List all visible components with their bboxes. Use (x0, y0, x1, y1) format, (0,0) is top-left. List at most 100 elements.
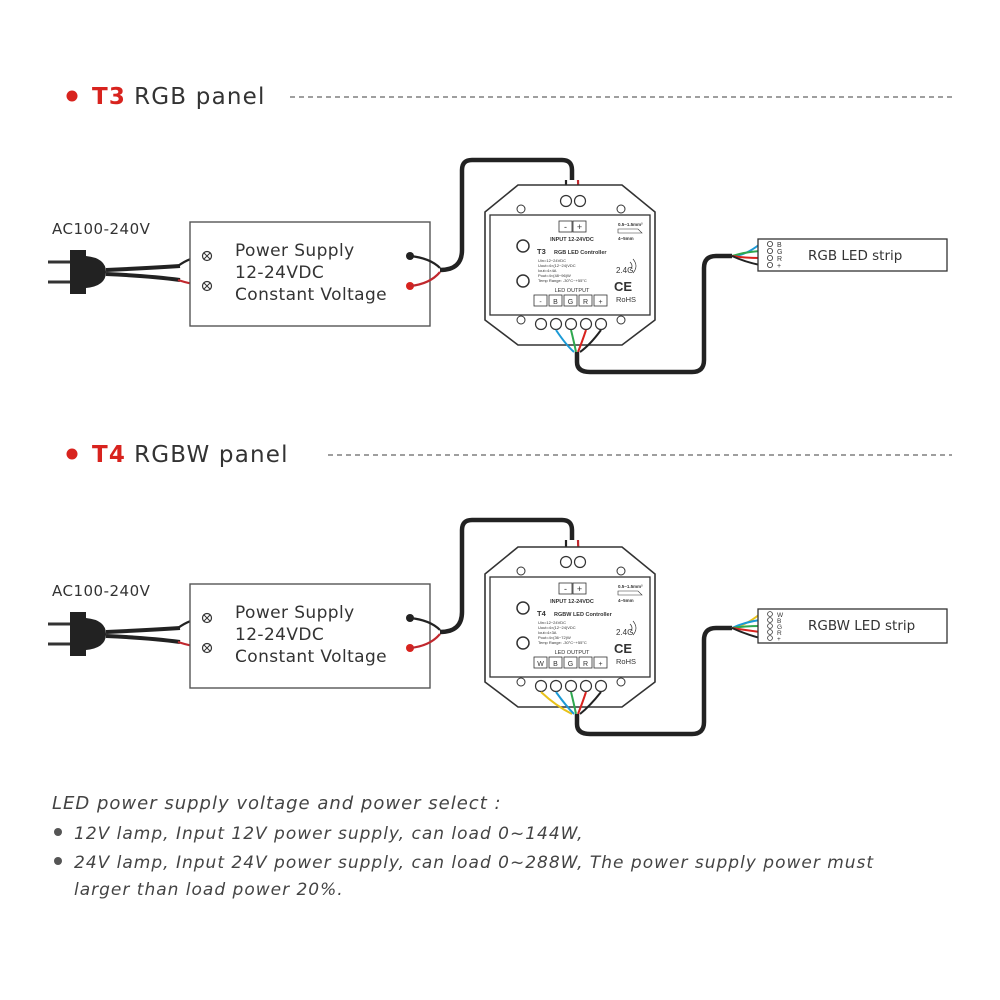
wire-r (577, 329, 587, 353)
spec-line: Uout=4×(12~24)VDC (538, 263, 576, 268)
spec-line: Iout=4×4A (538, 268, 557, 273)
wire-b (555, 329, 575, 353)
controller-model: T3 (537, 247, 546, 256)
ac-input-label: AC100-240V (52, 582, 151, 600)
svg-text:R: R (777, 630, 782, 637)
ac-input-label: AC100-240V (52, 220, 151, 238)
section-bullet (66, 448, 78, 460)
wire-g (570, 691, 577, 715)
input-label-neg: - (564, 222, 567, 232)
output-label: LED OUTPUT (555, 650, 590, 656)
wireless-icon (629, 620, 637, 636)
note-item-1: 12V lamp, Input 12V power supply, can lo… (54, 821, 934, 848)
dc-wire-neg (409, 616, 441, 631)
ps-line-1: Power Supply (235, 241, 355, 261)
spec-line: Pout=4×(36~72)W (538, 635, 571, 640)
wire-spec: 0.5~1.5mm² (618, 222, 643, 227)
ac-plug-icon (48, 612, 181, 656)
svg-text:+: + (777, 636, 781, 643)
section-bullet (66, 90, 78, 102)
ce-mark-icon: CE (614, 641, 632, 656)
svg-text:W: W (777, 612, 784, 619)
freq-label: 2.4G (616, 628, 633, 637)
svg-text:+: + (777, 263, 781, 270)
output-terminal-labels: - B G R + (533, 294, 608, 307)
power-supply-box (189, 583, 431, 689)
wire-w (540, 691, 573, 715)
wire-plus (579, 691, 602, 715)
rohs-mark-icon: RoHS (616, 657, 636, 666)
ce-mark-icon: CE (614, 279, 632, 294)
spec-line: Uout=4×(12~24)VDC (538, 625, 576, 630)
spec-line: Iout=4×3A (538, 630, 557, 635)
ac-plug-icon (48, 250, 181, 294)
svg-text:+: + (598, 661, 602, 668)
knob-icon (516, 239, 530, 253)
rohs-mark-icon: RoHS (616, 295, 636, 304)
output-terminal-labels: W B G R + (533, 656, 608, 669)
dc-wire-pos (409, 271, 441, 288)
power-supply-box (189, 221, 431, 327)
wire-spec: 0.5~1.5mm² (618, 584, 643, 589)
bullet-icon (54, 828, 62, 836)
section-name: RGB panel (134, 84, 266, 110)
wire-r (577, 691, 587, 715)
strip-length: 4~5mm (618, 236, 634, 241)
spec-line: Uin=12~24VDC (538, 258, 566, 263)
knob-icon (516, 274, 530, 288)
spec-line: Pout=4×(48~96)W (538, 273, 571, 278)
knob-icon (516, 636, 530, 650)
wire-b (555, 691, 575, 715)
input-terminal-neg (559, 194, 573, 208)
svg-text:W: W (537, 661, 544, 668)
input-label-pos: + (577, 584, 582, 594)
wireless-icon (629, 258, 637, 274)
wire-strip-icon (617, 590, 643, 596)
controller-input-spec: INPUT 12-24VDC (550, 237, 594, 243)
ps-line-3: Constant Voltage (235, 285, 387, 305)
knob-icon (516, 601, 530, 615)
spec-line: Uin=12~24VDC (538, 620, 566, 625)
dc-cable (439, 517, 575, 635)
ps-terminal-icon (201, 250, 213, 292)
output-terminals (534, 317, 608, 331)
output-cable (574, 625, 732, 737)
notes-heading: LED power supply voltage and power selec… (52, 793, 502, 814)
spec-line: Temp Range: -30°C~+55°C (538, 640, 587, 645)
output-label: LED OUTPUT (555, 288, 590, 294)
rgbw-led-strip: W B G R + RGBW LED strip (757, 608, 948, 644)
svg-text:B: B (553, 661, 558, 668)
svg-text:R: R (583, 299, 588, 306)
controller-model: T4 (537, 609, 547, 618)
svg-text:R: R (583, 661, 588, 668)
ps-line-1: Power Supply (235, 603, 355, 623)
input-label-neg: - (564, 584, 567, 594)
ps-line-2: 12-24VDC (235, 263, 324, 283)
note-text: 24V lamp, Input 24V power supply, can lo… (74, 853, 875, 900)
controller-name: RGBW LED Controller (554, 612, 613, 618)
note-item-2: 24V lamp, Input 24V power supply, can lo… (54, 850, 934, 904)
input-label-pos: + (577, 222, 582, 232)
input-terminal-pos (573, 555, 587, 569)
svg-text:+: + (598, 299, 602, 306)
freq-label: 2.4G (616, 266, 633, 275)
bullet-icon (54, 857, 62, 865)
output-terminals (534, 679, 608, 693)
svg-text:B: B (777, 242, 782, 249)
rgb-led-strip: B G R + RGB LED strip (757, 238, 948, 272)
svg-text:R: R (777, 256, 782, 263)
wire-plus (579, 329, 602, 353)
svg-text:B: B (553, 299, 558, 306)
svg-text:-: - (539, 299, 542, 306)
note-text: 12V lamp, Input 12V power supply, can lo… (74, 824, 584, 844)
ps-terminal-icon (201, 612, 213, 654)
svg-text:G: G (568, 661, 573, 668)
wire-strip-icon (617, 228, 643, 234)
controller-name: RGB LED Controller (554, 250, 607, 256)
controller-t4: - + INPUT 12-24VDC 0.5~1.5mm² 4~5mm T4 R… (484, 546, 656, 708)
controller-input-spec: INPUT 12-24VDC (550, 599, 594, 605)
